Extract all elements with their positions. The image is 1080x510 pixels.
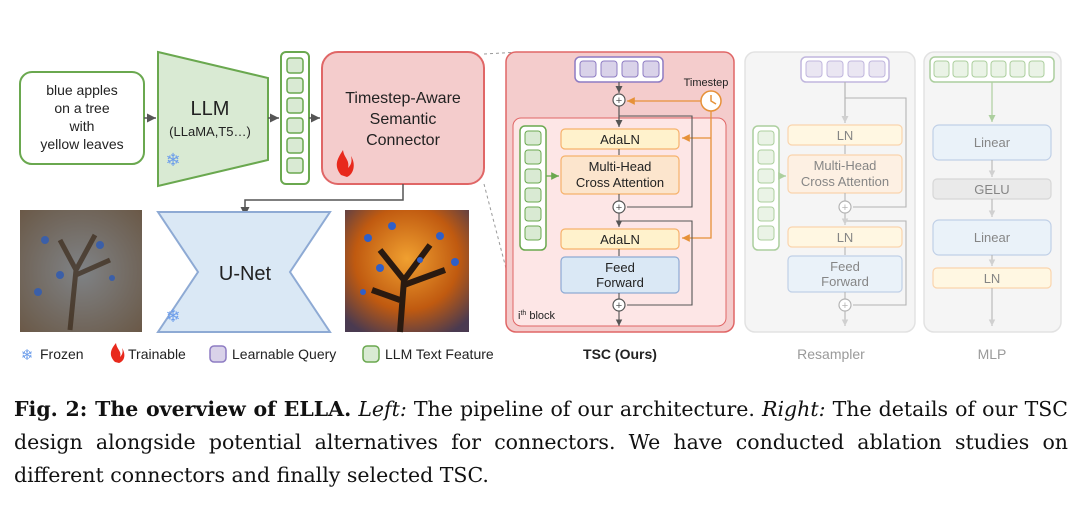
prompt-line-4: yellow leaves — [40, 136, 123, 152]
caption-right-label: Right: — [762, 397, 826, 421]
tsc-caption: TSC (Ours) — [583, 346, 657, 362]
resampler-ff-line-1: Feed — [830, 259, 860, 274]
tsc-feed-forward — [560, 256, 680, 294]
resampler-ln-2-label: LN — [837, 230, 854, 245]
tsc-attention-line-1: Multi-Head — [589, 159, 652, 174]
llm-feature-column — [280, 51, 310, 185]
figure-label: Fig. 2: The overview of ELLA. — [14, 397, 352, 421]
caption-left-label: Left: — [358, 397, 407, 421]
mlp-caption: MLP — [978, 346, 1007, 362]
fire-icon — [110, 343, 125, 363]
svg-text:+: + — [842, 300, 848, 312]
llm-subtitle: (LLaMA,T5…) — [169, 124, 251, 139]
mlp-linear-1-label: Linear — [974, 135, 1011, 150]
connector-block: Timestep-Aware Semantic Connector — [321, 51, 485, 185]
tsc-adaln-1-label: AdaLN — [600, 132, 640, 147]
connector-line-2: Semantic — [370, 111, 437, 128]
prompt-line-1: blue apples — [46, 82, 118, 98]
prompt-box: blue apples on a tree with yellow leaves — [19, 71, 145, 165]
llm-block: LLM (LLaMA,T5…) ❄ — [157, 50, 269, 188]
unet-title: U-Net — [219, 263, 272, 285]
overview-diagram: blue apples on a tree with yellow leaves… — [19, 50, 1062, 364]
connector-line-1: Timestep-Aware — [345, 90, 461, 107]
unet-block: U-Net ❄ — [156, 211, 332, 333]
connector-to-unet-arrow — [240, 184, 404, 216]
tsc-ff-line-2: Forward — [596, 275, 644, 290]
resampler-ff-line-2: Forward — [821, 274, 869, 289]
tsc-attention-line-2: Cross Attention — [576, 175, 664, 190]
tsc-adaln-2-label: AdaLN — [600, 232, 640, 247]
prompt-line-3: with — [69, 118, 95, 134]
mlp-panel: Linear GELU Linear LN — [923, 51, 1062, 333]
tsc-panel: + Timestep AdaLN Multi-Head Cross Attent… — [505, 51, 735, 333]
svg-text:+: + — [842, 202, 848, 214]
llm-title: LLM — [191, 98, 230, 120]
noisy-input-image — [20, 210, 142, 332]
figure-caption: Fig. 2: The overview of ELLA. Left: The … — [14, 393, 1068, 492]
tsc-ff-line-1: Feed — [605, 260, 635, 275]
svg-text:+: + — [616, 95, 622, 107]
svg-text:+: + — [616, 202, 622, 214]
legend-frozen: Frozen — [40, 346, 84, 362]
resampler-attention-line-1: Multi-Head — [814, 158, 877, 173]
legend-query-swatch — [209, 345, 227, 363]
mlp-gelu-label: GELU — [974, 182, 1009, 197]
mlp-linear-2-label: Linear — [974, 230, 1011, 245]
caption-text-1: The pipeline of our architecture. — [406, 397, 763, 421]
tsc-adaln-2 — [560, 228, 680, 250]
svg-text:+: + — [616, 300, 622, 312]
resampler-ln-1-label: LN — [837, 128, 854, 143]
tsc-cross-attention — [560, 155, 680, 195]
legend-feature: LLM Text Feature — [385, 346, 494, 362]
snowflake-icon: ❄ — [165, 306, 180, 326]
block-label: ith block — [518, 310, 556, 322]
generated-output-image — [345, 210, 469, 333]
resampler-attention-line-2: Cross Attention — [801, 174, 889, 189]
legend-query: Learnable Query — [232, 346, 336, 362]
prompt-line-2: on a tree — [54, 100, 109, 116]
fire-icon — [336, 150, 354, 177]
legend-feature-swatch — [362, 345, 380, 363]
tsc-adaln-1 — [560, 128, 680, 150]
timestep-label: Timestep — [684, 77, 729, 89]
caption-text-2: The details of our TSC design alongside … — [14, 397, 1068, 487]
connector-line-3: Connector — [366, 132, 440, 149]
snowflake-icon: ❄ — [21, 347, 34, 364]
mlp-ln-label: LN — [984, 271, 1001, 286]
resampler-panel: LN Multi-Head Cross Attention + LN Feed … — [744, 51, 916, 333]
legend-trainable: Trainable — [128, 346, 186, 362]
resampler-caption: Resampler — [797, 346, 865, 362]
snowflake-icon: ❄ — [165, 150, 180, 170]
legend: ❄ Frozen Trainable Learnable Query LLM T… — [21, 343, 494, 364]
